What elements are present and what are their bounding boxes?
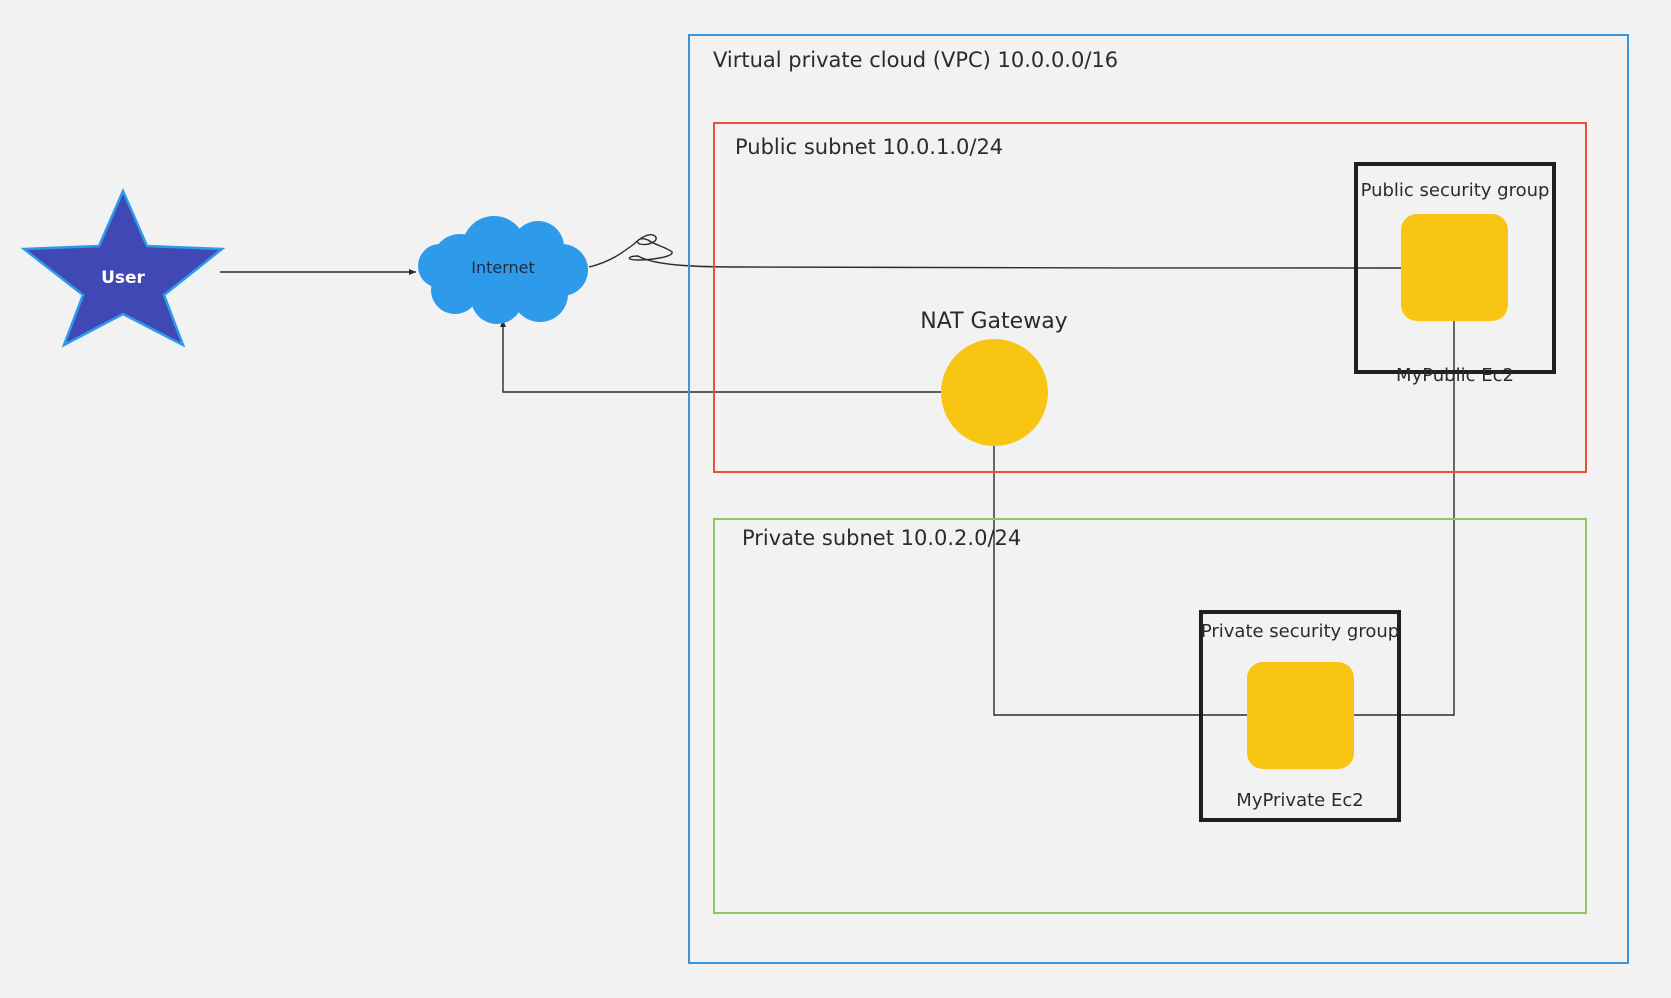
- nat-to-internet-connector: [500, 320, 941, 393]
- private-ec2-instance[interactable]: [1247, 662, 1354, 769]
- vpc-title: Virtual private cloud (VPC) 10.0.0.0/16: [713, 48, 1119, 72]
- public-subnet-container[interactable]: [713, 122, 1587, 473]
- nat-gateway-node[interactable]: [941, 339, 1048, 446]
- internet-label: Internet: [471, 258, 535, 277]
- public-ec2-instance[interactable]: [1401, 214, 1508, 321]
- private-ec2-label: MyPrivate Ec2: [1236, 790, 1364, 811]
- public-security-group-container[interactable]: [1354, 162, 1556, 374]
- vpc-container[interactable]: [688, 34, 1629, 964]
- private-security-group-container[interactable]: [1199, 610, 1401, 822]
- nat-gateway-label: NAT Gateway: [920, 309, 1068, 334]
- internet-cloud-icon[interactable]: [418, 216, 588, 324]
- nat-to-private-ec2-connector: [993, 446, 1247, 716]
- public-to-private-ec2-connector: [1354, 321, 1455, 716]
- public-ec2-label: MyPublic Ec2: [1396, 365, 1514, 386]
- public-subnet-title: Public subnet 10.0.1.0/24: [735, 135, 1004, 159]
- private-subnet-container[interactable]: [713, 518, 1587, 914]
- private-subnet-title: Private subnet 10.0.2.0/24: [742, 526, 1022, 550]
- user-star-icon[interactable]: [20, 187, 226, 348]
- public-security-group-title: Public security group: [1360, 180, 1550, 201]
- private-security-group-title: Private security group: [1200, 621, 1400, 642]
- internet-to-public-ec2-connector: [588, 234, 1402, 269]
- user-label: User: [101, 268, 145, 288]
